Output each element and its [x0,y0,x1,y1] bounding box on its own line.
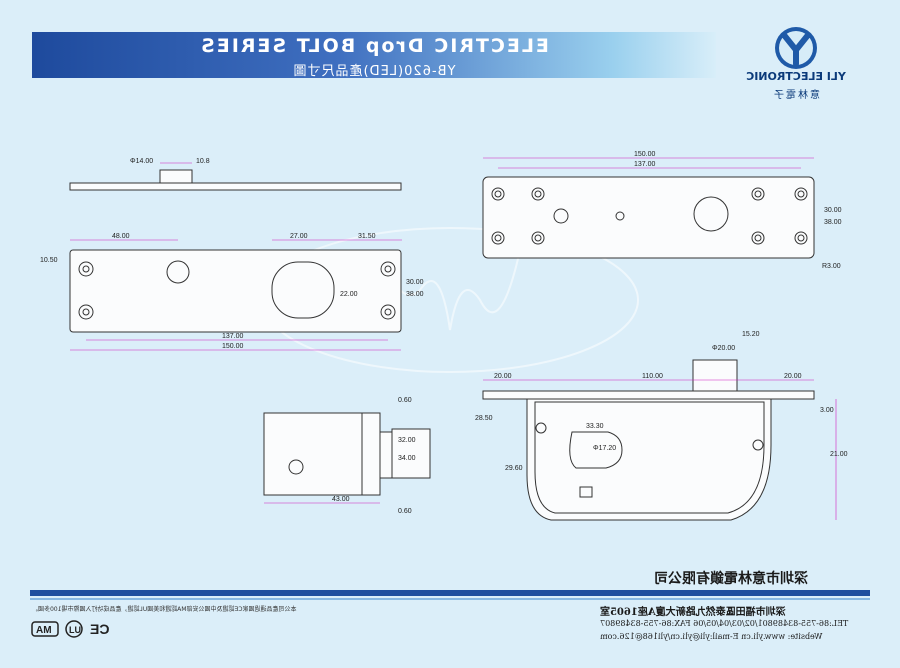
dim-side-34: 34.00 [398,455,416,462]
dim-27: 27.00 [290,233,308,240]
dim-bracket-172: Φ17.20 [593,445,616,452]
dim-22: 22.00 [340,291,358,298]
company-name: 深圳市意林電鎖有限公司 [654,571,808,587]
dim-bracket-20a: 20.00 [494,373,512,380]
dim-bracket-3: 3.00 [820,407,834,414]
dim-right-30: 30.00 [824,207,842,214]
dim-bracket-21: 21.00 [830,451,848,458]
dim-48: 48.00 [112,233,130,240]
svg-text:AM: AM [36,625,52,636]
bracket-view: 20.00 110.00 20.00 Φ20.00 15.20 3.00 21.… [475,331,848,521]
dim-bracket-phi20: Φ20.00 [712,345,735,352]
certification-marks-icon: AM LU ƎƆ [31,620,109,638]
certification-notice: 本公司產品通過國家CE認證及中國公安部MA認證和美國UL認證，產品成功打入國際市… [32,606,297,613]
dim-right-137: 137.00 [634,161,656,168]
company-address: 深圳市福田區泰然九路新大廈A座1605室 [600,607,786,618]
dim-38: 38.00 [406,291,424,298]
dim-side-43: 43.00 [332,496,350,503]
yli-logo-icon [775,27,817,69]
dim-right-r3: R3.00 [822,263,841,270]
dim-137: 137.00 [222,333,244,340]
side-view: 43.00 32.00 34.00 0.60 0.60 [263,397,431,515]
dim-30: 30.00 [406,279,424,286]
svg-text:LU: LU [69,625,81,635]
company-contact: Website: www.yli.cn E-mail:yli@yli.cn/yl… [600,632,823,641]
dim-bracket-20b: 20.00 [784,373,802,380]
dim-top-diameter: Φ14.00 [130,158,153,165]
dim-bracket-110: 110.00 [642,373,663,380]
dim-150: 150.00 [222,343,244,350]
top-view: Φ14.00 10.8 [69,158,402,191]
company-phone: TEL:86-755-83489801/02/03/04/05/06 FAX:8… [600,619,849,628]
title-banner: ELECTRIC Drop BOLT SERIES YB-620(LED)產品尺… [32,32,716,79]
dim-side-06a: 0.60 [398,397,412,404]
dim-side-06b: 0.60 [398,508,412,515]
svg-text:ƎƆ: ƎƆ [90,621,109,637]
footer-divider-thin [30,598,870,600]
dim-side-32: 32.00 [398,437,416,444]
dim-right-150: 150.00 [634,151,656,158]
right-plate-view: 150.00 137.00 30.00 38.00 R3.00 [482,151,842,270]
dim-bracket-285: 28.50 [475,415,493,422]
dim-10: 10.50 [40,257,58,264]
dim-31: 31.50 [358,233,376,240]
footer-divider [30,590,870,596]
dim-top-height: 10.8 [196,158,210,165]
dim-right-38: 38.00 [824,219,842,226]
dim-bracket-296: 29.60 [505,465,523,472]
dim-bracket-333: 33.30 [586,423,604,430]
dim-bracket-15: 15.20 [742,331,760,338]
front-plate-view: 48.00 27.00 31.50 137.00 150.00 10.50 22… [40,233,424,351]
